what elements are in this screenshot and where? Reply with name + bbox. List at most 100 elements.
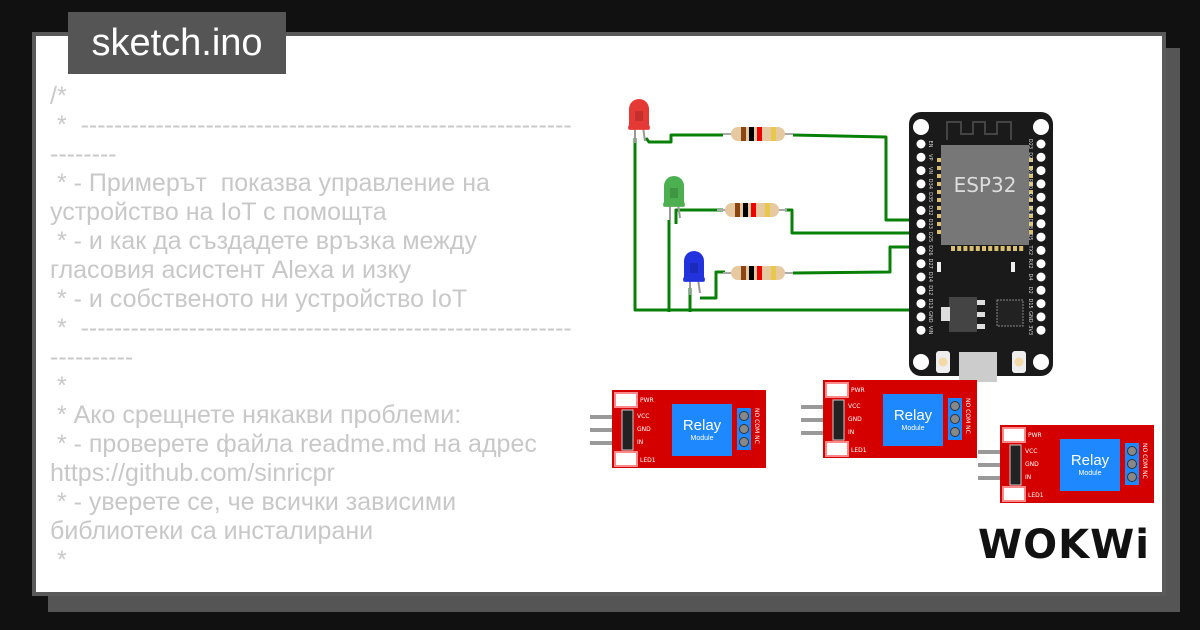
label-led1: LED1 (1028, 492, 1044, 499)
label-pwr: PWR (640, 397, 654, 404)
pin (916, 166, 926, 176)
module-pad (975, 246, 980, 251)
module-pad (963, 246, 968, 251)
pin-label: D33 (927, 219, 933, 229)
pin-label: GND (848, 416, 862, 423)
pin (1036, 272, 1046, 282)
led-rim (683, 277, 705, 282)
pin (801, 431, 825, 435)
pin (1036, 206, 1046, 215)
pin (590, 415, 614, 419)
resistor-band (765, 203, 770, 217)
module-pad (1029, 206, 1033, 210)
module-pad (937, 222, 941, 226)
pin-label: TX0 (1027, 165, 1033, 176)
pin (916, 245, 926, 255)
chip (996, 299, 1024, 327)
led-pwr (825, 382, 849, 398)
module-pad (1019, 246, 1024, 251)
pin (1036, 245, 1046, 255)
pin-header (621, 409, 634, 451)
pin-label: VIN (927, 326, 933, 335)
resistor-band (757, 127, 762, 141)
relay-title: Relay (894, 407, 933, 424)
pin-label: D26 (927, 245, 933, 255)
code-line: * --------------------------------------… (50, 111, 572, 168)
pin-label: 3V3 (1027, 325, 1033, 335)
relay-subtitle: Module (691, 435, 714, 442)
pin (916, 232, 926, 242)
pin-label: VCC (637, 413, 649, 420)
led-1 (614, 451, 638, 467)
resistor-band (743, 203, 748, 217)
module-pad (937, 206, 941, 210)
module-pad (937, 190, 941, 194)
pin (916, 312, 926, 322)
pin-label: D27 (927, 259, 933, 269)
pin-header (1009, 444, 1022, 486)
pin-label: D25 (927, 232, 933, 242)
pin (1036, 232, 1046, 242)
pin (1036, 139, 1046, 149)
led-body (629, 99, 649, 129)
mount-hole (1033, 354, 1049, 370)
pin (978, 476, 1002, 480)
relay-body (1060, 439, 1120, 491)
pin-label: VCC (1025, 448, 1037, 455)
pin (916, 285, 926, 295)
file-title: sketch.ino (68, 12, 286, 74)
module-pad (1029, 198, 1033, 202)
code-line: * --------------------------------------… (50, 314, 572, 371)
led-body (664, 176, 684, 206)
code-line: * - и собственото ни устройство IoT (50, 285, 468, 313)
pin (1036, 259, 1046, 269)
module-pad (982, 246, 986, 251)
module-pad (951, 246, 955, 251)
led-die (690, 263, 698, 273)
pin-label: D21 (1027, 192, 1033, 202)
pin-label: D22 (1027, 152, 1033, 162)
resistor-band (735, 203, 740, 217)
led-pwr (1002, 427, 1026, 443)
pin-label: RX0 (1027, 179, 1033, 189)
esp32: ESP32ENVPVND34D35D32D33D25D26D27D14D12D1… (909, 112, 1053, 382)
pin-header (832, 399, 845, 441)
pin-label: VN (927, 167, 933, 174)
pin-label: D4 (1027, 273, 1033, 280)
label-pwr: PWR (851, 387, 865, 394)
relay-subtitle: Module (902, 425, 925, 432)
module-pad (937, 198, 941, 202)
pin-label: D18 (1027, 219, 1033, 229)
antenna (946, 121, 1012, 140)
pin-label: VP (927, 154, 933, 160)
terminal-screw (1127, 472, 1137, 482)
led-1 (1002, 486, 1026, 502)
wire-green (674, 208, 723, 224)
pin (1036, 166, 1046, 176)
module-pad (1029, 158, 1033, 162)
terminal-screw (1127, 446, 1137, 456)
pin-label: D35 (927, 192, 933, 202)
terminal-screw (739, 411, 749, 421)
module-pad (1029, 214, 1033, 218)
smd-led (937, 262, 941, 272)
module-pad (1000, 246, 1005, 251)
regulator-leg (977, 300, 985, 305)
wokwi-logo: WOKWi (978, 522, 1150, 568)
relay-title: Relay (1071, 452, 1110, 469)
pin-label: GND (637, 426, 651, 433)
pin (1036, 219, 1046, 229)
relay-body (883, 394, 943, 446)
pin (916, 152, 926, 162)
pin-label: D34 (927, 179, 933, 189)
pin (916, 299, 926, 309)
wire-blue-d26 (792, 245, 921, 275)
pin (1036, 312, 1046, 322)
terminal-labels: NO COM NC (1141, 443, 1148, 479)
resistor-band (757, 266, 762, 280)
resistor (717, 203, 787, 217)
module-pad (937, 182, 941, 186)
